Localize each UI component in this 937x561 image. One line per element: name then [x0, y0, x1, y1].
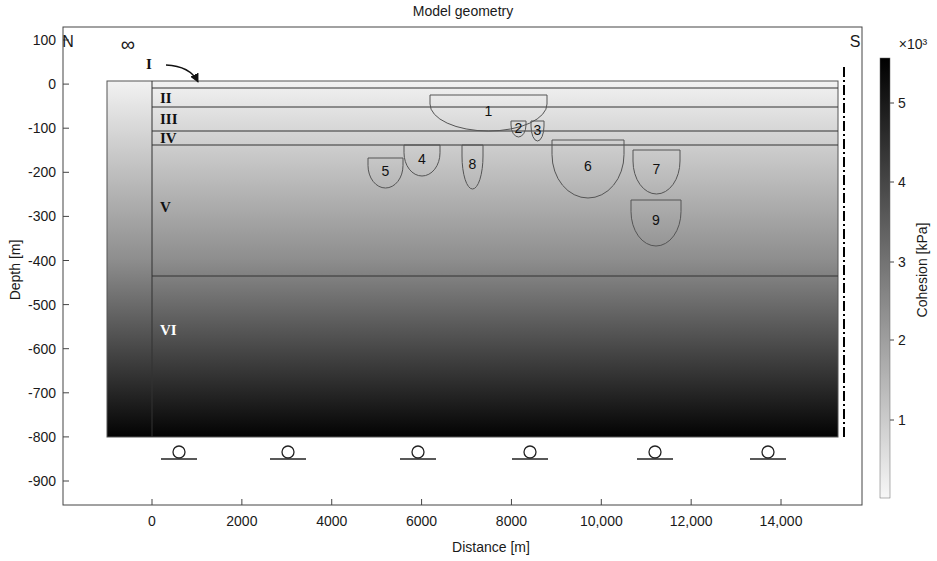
weak-zone-body: 6	[552, 140, 624, 198]
infinite-element-boundary	[152, 81, 153, 437]
body-number: 7	[653, 162, 661, 176]
y-tick-label: -300	[28, 209, 56, 223]
leader-arrow	[166, 65, 198, 82]
weak-zone-body: 7	[633, 150, 680, 194]
soil-layer-band: V	[152, 145, 838, 276]
axis-title: Distance [m]	[452, 540, 530, 554]
body-number: 2	[515, 121, 523, 135]
compass-label: N	[62, 34, 74, 50]
colorbar-tick-label: 4	[898, 175, 906, 189]
body-number: 3	[534, 123, 542, 137]
weak-zone-body: 9	[631, 200, 681, 246]
colorbar-tick-label: 2	[898, 333, 906, 347]
y-tick-label: 100	[33, 33, 56, 47]
colorbar-multiplier: ×10³	[899, 37, 927, 51]
x-tick-label: 0	[148, 514, 156, 528]
weak-zone-body: 4	[404, 145, 440, 176]
chart-title: Model geometry	[413, 4, 513, 18]
body-outline-path	[462, 145, 483, 189]
layer-label: II	[160, 90, 172, 105]
layer-label: I	[146, 57, 152, 72]
symmetry-line	[843, 67, 845, 437]
axis-title: Depth [m]	[8, 240, 22, 301]
y-tick-label: -600	[28, 342, 56, 356]
x-tick-label: 8000	[496, 514, 527, 528]
body-outline-path	[368, 158, 403, 188]
colorbar-tick-label: 5	[898, 96, 906, 110]
x-tick-label: 12,000	[670, 514, 713, 528]
colorbar-title: Cohesion [kPa]	[915, 223, 929, 318]
layer-label: III	[160, 112, 178, 127]
layer-boundaries	[152, 88, 838, 276]
colorbar-tick-label: 3	[898, 255, 906, 269]
y-tick-label: -900	[28, 474, 56, 488]
axis-ticks	[63, 40, 894, 505]
model-domain	[107, 81, 838, 437]
body-outline-path	[511, 121, 526, 137]
body-number: 4	[418, 152, 426, 166]
weak-zone-body: 2	[511, 121, 526, 137]
weak-zone-body: 8	[462, 145, 483, 189]
body-number: 1	[485, 104, 493, 118]
soil-layer-band: IV	[152, 131, 838, 145]
soil-layer-band: I	[152, 81, 838, 88]
body-number: 9	[652, 213, 660, 227]
compass-label: S	[850, 34, 861, 50]
body-number: 5	[382, 164, 390, 178]
body-number: 6	[584, 159, 592, 173]
layer-label: IV	[160, 131, 177, 146]
body-outline-path	[631, 200, 681, 246]
body-outline-path	[430, 95, 547, 131]
weak-zone-body: 5	[368, 158, 403, 188]
x-tick-label: 10,000	[580, 514, 623, 528]
body-outline-path	[531, 121, 544, 141]
y-tick-label: -500	[28, 298, 56, 312]
layer-label: VI	[160, 323, 177, 338]
soil-layer-band: VI	[152, 276, 838, 437]
x-tick-label: 6000	[406, 514, 437, 528]
weak-zone-body: 1	[430, 95, 547, 131]
body-outline-path	[552, 140, 624, 198]
body-outline-path	[633, 150, 680, 194]
x-tick-label: 2000	[226, 514, 257, 528]
layer-label: V	[160, 200, 171, 215]
y-tick-label: -200	[28, 165, 56, 179]
roller-supports	[161, 446, 786, 459]
soil-layer-band: II	[152, 88, 838, 107]
infinity-symbol: ∞	[121, 34, 135, 54]
x-tick-label: 14,000	[760, 514, 803, 528]
y-tick-label: -800	[28, 430, 56, 444]
weak-zone-body: 3	[531, 121, 544, 141]
y-tick-label: -400	[28, 254, 56, 268]
plot-frame	[63, 27, 862, 505]
colorbar-tick-label: 1	[898, 413, 906, 427]
body-outline-path	[404, 145, 440, 176]
y-tick-label: -100	[28, 121, 56, 135]
soil-layer-band: III	[152, 107, 838, 131]
colorbar	[880, 58, 890, 498]
body-number: 8	[469, 157, 477, 171]
y-tick-label: -700	[28, 386, 56, 400]
y-tick-label: 0	[48, 77, 56, 91]
x-tick-label: 4000	[316, 514, 347, 528]
